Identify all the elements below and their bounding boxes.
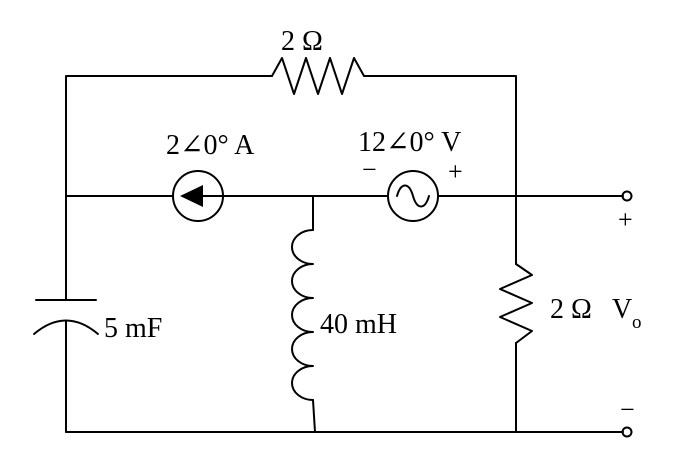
voltage-source-minus: − — [362, 155, 377, 184]
sine-wave-icon — [396, 184, 430, 208]
output-terminal-bottom — [621, 426, 633, 438]
output-terminal-top — [621, 190, 633, 202]
inductor-bottom-wire — [312, 399, 316, 433]
load-resistor — [499, 263, 533, 344]
top-resistor-label: 2 Ω — [281, 26, 323, 57]
top-resistor — [271, 57, 365, 95]
capacitor-label: 5 mF — [104, 313, 162, 344]
inductor-coil — [291, 229, 314, 401]
load-resistor-label: 2 Ω — [550, 294, 592, 325]
voltage-source — [387, 170, 439, 222]
current-source-label: 2∠0° A — [166, 130, 255, 161]
inductor-label: 40 mH — [320, 309, 397, 340]
output-plus-sign: + — [618, 205, 633, 234]
output-voltage-subscript: o — [632, 312, 642, 333]
current-arrow-head — [180, 185, 203, 207]
voltage-source-plus: + — [448, 157, 463, 186]
output-voltage-label: V — [612, 294, 632, 325]
top-loop-wire — [65, 75, 517, 265]
voltage-source-label: 12∠0° V — [358, 127, 461, 158]
output-minus-sign: − — [620, 395, 635, 424]
